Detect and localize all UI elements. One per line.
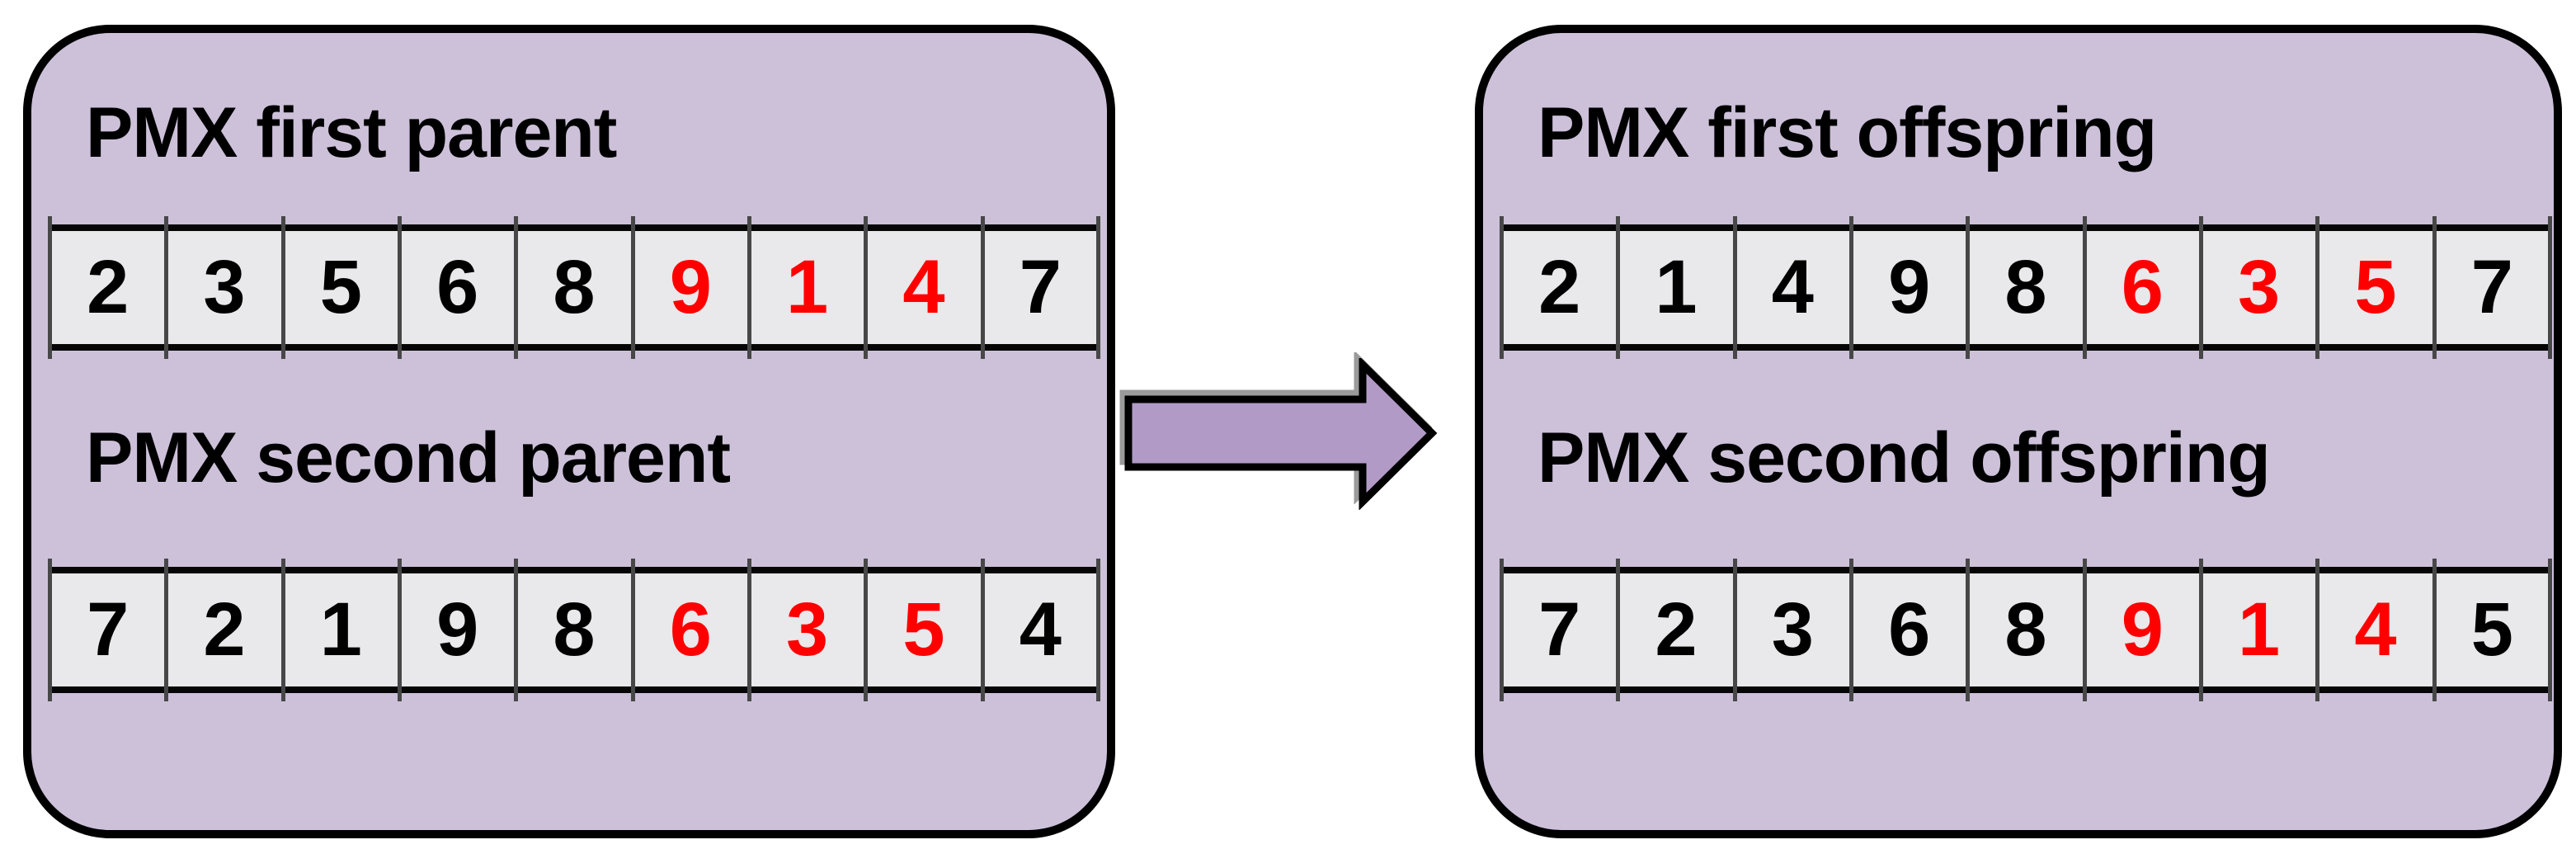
gene-cell: 5 xyxy=(864,559,982,701)
gene-cell: 4 xyxy=(980,559,1099,701)
second-offspring-gene-row: 7 2 3 6 8 9 1 4 5 xyxy=(1499,559,2552,701)
first-parent-gene-row: 2 3 5 6 8 9 1 4 7 xyxy=(47,216,1100,359)
gene-cell: 8 xyxy=(514,559,632,701)
right-arrow-icon xyxy=(1123,358,1440,510)
first-offspring-gene-row: 2 1 4 9 8 6 3 5 7 xyxy=(1499,216,2552,359)
gene-cell: 1 xyxy=(2198,559,2317,701)
gene-cell: 4 xyxy=(864,216,982,359)
gene-cell: 3 xyxy=(1732,559,1851,701)
gene-cell: 4 xyxy=(2315,559,2433,701)
gene-cell: 3 xyxy=(2198,216,2317,359)
gene-cell: 7 xyxy=(980,216,1099,359)
second-parent-gene-row: 7 2 1 9 8 6 3 5 4 xyxy=(47,559,1100,701)
gene-cell: 2 xyxy=(47,216,166,359)
gene-cell: 3 xyxy=(746,559,865,701)
gene-cell: 7 xyxy=(1499,559,1618,701)
gene-cell: 7 xyxy=(47,559,166,701)
gene-cell: 1 xyxy=(280,559,399,701)
gene-cell: 5 xyxy=(2432,559,2550,701)
gene-cell: 5 xyxy=(280,216,399,359)
gene-cell: 8 xyxy=(1966,559,2084,701)
gene-cell: 2 xyxy=(164,559,282,701)
gene-cell: 6 xyxy=(630,559,749,701)
gene-cell: 9 xyxy=(630,216,749,359)
gene-cell: 8 xyxy=(514,216,632,359)
gene-cell: 9 xyxy=(2082,559,2201,701)
second-offspring-title: PMX second offspring xyxy=(1538,418,2271,498)
gene-cell: 3 xyxy=(164,216,282,359)
gene-cell: 2 xyxy=(1499,216,1618,359)
gene-cell: 6 xyxy=(397,216,516,359)
gene-cell: 9 xyxy=(1848,216,1967,359)
gene-cell: 1 xyxy=(1616,216,1734,359)
gene-cell: 6 xyxy=(2082,216,2201,359)
gene-cell: 6 xyxy=(1848,559,1967,701)
first-parent-title: PMX first parent xyxy=(86,93,617,172)
gene-cell: 8 xyxy=(1966,216,2084,359)
offspring-panel: PMX first offspring 2 1 4 9 8 6 3 5 7 PM… xyxy=(1475,25,2562,838)
gene-cell: 2 xyxy=(1616,559,1734,701)
gene-cell: 5 xyxy=(2315,216,2433,359)
first-offspring-title: PMX first offspring xyxy=(1538,93,2157,172)
second-parent-title: PMX second parent xyxy=(86,418,731,498)
gene-cell: 9 xyxy=(397,559,516,701)
gene-cell: 4 xyxy=(1732,216,1851,359)
parents-panel: PMX first parent 2 3 5 6 8 9 1 4 7 PMX s… xyxy=(23,25,1115,838)
gene-cell: 1 xyxy=(746,216,865,359)
gene-cell: 7 xyxy=(2432,216,2550,359)
